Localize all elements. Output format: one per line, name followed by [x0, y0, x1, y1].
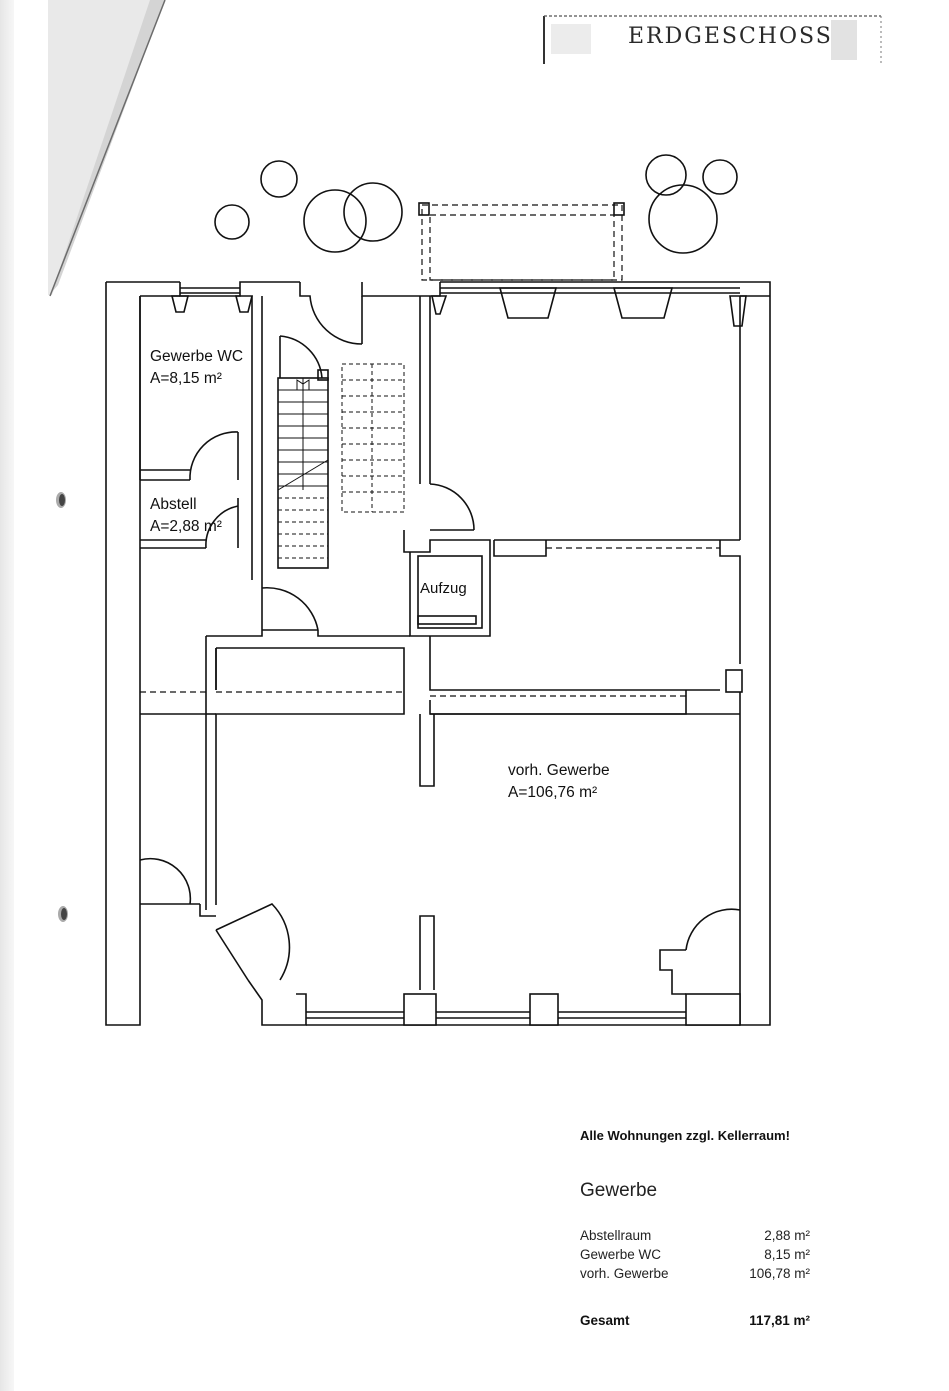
room-abstell-label: Abstell A=2,88 m²: [150, 494, 222, 538]
room-area: A=2,88 m²: [150, 518, 222, 535]
room-name: Gewerbe WC: [150, 348, 244, 365]
summary-title: Gewerbe: [580, 1180, 658, 1201]
room-gewerbe-wc-label: Gewerbe WC A=8,15 m²: [150, 346, 243, 390]
page-edge: [0, 0, 14, 1391]
summary-row: vorh. Gewerbe 106,78 m²: [580, 1264, 810, 1283]
room-vorh-gewerbe-label: vorh. Gewerbe A=106,76 m²: [508, 760, 610, 804]
summary-row-label: Gewerbe WC: [580, 1247, 662, 1262]
room-name: vorh. Gewerbe: [508, 762, 610, 779]
summary-row-value: 8,15 m²: [764, 1247, 810, 1262]
cellar-note: Alle Wohnungen zzgl. Kellerraum!: [580, 1128, 790, 1143]
summary-total-value: 117,81 m²: [749, 1313, 810, 1328]
floor-plan: [105, 154, 771, 1026]
elevator-label: Aufzug: [420, 580, 467, 597]
punch-hole-icon: [58, 906, 68, 922]
summary-row-label: Abstellraum: [580, 1228, 652, 1243]
summary-row-label: vorh. Gewerbe: [580, 1266, 669, 1281]
room-area: A=8,15 m²: [150, 370, 222, 387]
room-name: Abstell: [150, 496, 197, 513]
scan-corner-shadow: [48, 0, 166, 297]
punch-hole-icon: [56, 492, 66, 508]
summary-total: Gesamt 117,81 m²: [580, 1313, 810, 1328]
title-stamp-frame: [543, 15, 882, 64]
summary-row-value: 106,78 m²: [749, 1266, 810, 1281]
room-area: A=106,76 m²: [508, 784, 598, 801]
summary-table: Abstellraum 2,88 m² Gewerbe WC 8,15 m² v…: [580, 1226, 810, 1283]
summary-row: Gewerbe WC 8,15 m²: [580, 1245, 810, 1264]
floor-title: ERDGESCHOSS: [628, 24, 833, 49]
summary-row-value: 2,88 m²: [764, 1228, 810, 1243]
summary-total-label: Gesamt: [580, 1313, 630, 1328]
summary-row: Abstellraum 2,88 m²: [580, 1226, 810, 1245]
